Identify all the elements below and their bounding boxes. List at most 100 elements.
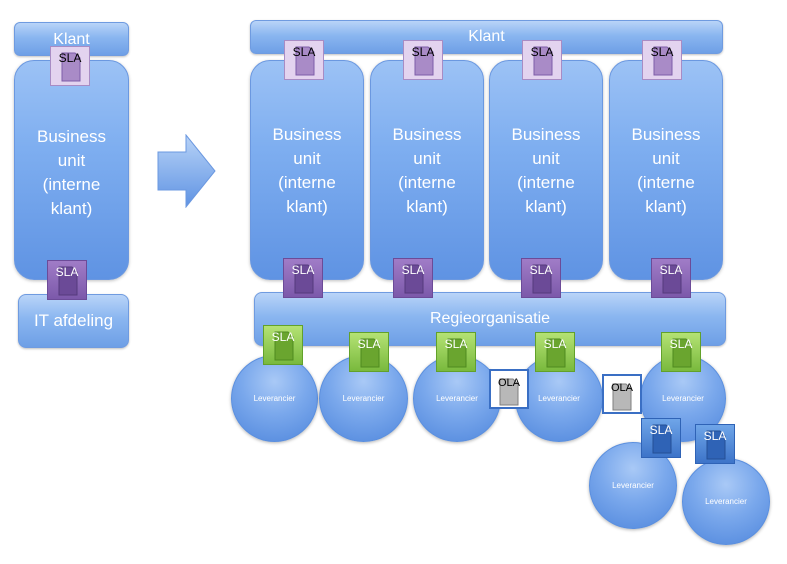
text-line: klant) <box>286 197 328 216</box>
sla-badge: SLA <box>651 258 691 298</box>
ola-badge: OLA <box>489 369 529 409</box>
sla-label: SLA <box>411 45 435 59</box>
text-line: (interne <box>398 173 456 192</box>
sla-badge: SLA <box>436 332 476 372</box>
document-icon <box>414 46 434 76</box>
sla-badge: SLA <box>283 258 323 298</box>
text-line: Business <box>392 125 462 144</box>
sla-badge: SLA <box>641 418 681 458</box>
business-unit-text: Business unit (interne klant) <box>371 123 483 219</box>
sla-badge: SLA <box>393 258 433 298</box>
supplier-label: Leverancier <box>662 394 704 403</box>
sla-label: SLA <box>649 423 673 437</box>
sla-label: SLA <box>292 45 316 59</box>
document-icon <box>706 430 726 460</box>
supplier-label: Leverancier <box>436 394 478 403</box>
sla-label: SLA <box>669 337 693 351</box>
business-unit-text: Business unit (interne klant) <box>610 123 722 219</box>
sla-badge: SLA <box>535 332 575 372</box>
document-icon <box>533 46 553 76</box>
text-line: Business <box>37 127 106 146</box>
document-icon <box>295 46 315 76</box>
sla-label: SLA <box>357 337 381 351</box>
sla-label: SLA <box>444 337 468 351</box>
text-line: unit <box>293 149 321 168</box>
sla-badge: SLA <box>47 260 87 300</box>
business-unit-text: Business unit (interne klant) <box>490 123 602 219</box>
left-business-unit-text: Business unit (interne klant) <box>15 125 128 221</box>
sla-label: SLA <box>55 265 79 279</box>
text-line: (interne <box>517 173 575 192</box>
sla-badge: SLA <box>521 258 561 298</box>
sla-label: SLA <box>291 263 315 277</box>
supplier-label: Leverancier <box>253 394 296 403</box>
sla-badge: SLA <box>522 40 562 80</box>
right-arrow-icon <box>157 134 216 208</box>
document-icon <box>662 264 682 294</box>
document-icon <box>612 383 632 411</box>
document-icon <box>61 52 81 82</box>
sla-label: SLA <box>543 337 567 351</box>
ola-label: OLA <box>497 377 520 389</box>
text-line: unit <box>57 151 86 170</box>
text-line: Business <box>631 125 701 144</box>
business-unit-2: Business unit (interne klant) <box>370 60 484 280</box>
text-line: klant) <box>645 197 687 216</box>
text-line: klant) <box>525 197 567 216</box>
document-icon <box>360 338 380 368</box>
text-line: (interne <box>637 173 695 192</box>
text-line: klant) <box>50 199 93 218</box>
sla-badge: SLA <box>403 40 443 80</box>
it-afdeling-label: IT afdeling <box>33 311 114 330</box>
document-icon <box>274 331 294 361</box>
sla-badge: SLA <box>263 325 303 365</box>
supplier-circle: Leverancier <box>231 355 318 442</box>
document-icon <box>672 338 692 368</box>
right-klant-label: Klant <box>468 28 505 45</box>
sla-badge: SLA <box>349 332 389 372</box>
sla-badge: SLA <box>661 332 701 372</box>
business-unit-3: Business unit (interne klant) <box>489 60 603 280</box>
left-business-unit: Business unit (interne klant) <box>14 60 129 280</box>
sla-label: SLA <box>530 45 554 59</box>
sla-label: SLA <box>58 51 82 65</box>
regie-label: Regieorganisatie <box>429 310 551 327</box>
document-icon <box>652 424 672 454</box>
sla-badge: SLA <box>695 424 735 464</box>
text-line: unit <box>532 149 560 168</box>
business-unit-4: Business unit (interne klant) <box>609 60 723 280</box>
left-it-afdeling: IT afdeling <box>18 294 129 348</box>
supplier-label: Leverancier <box>342 394 385 403</box>
sla-label: SLA <box>703 429 727 443</box>
supplier-label: Leverancier <box>705 497 747 506</box>
document-icon <box>499 378 519 406</box>
text-line: (interne <box>42 175 101 194</box>
document-icon <box>532 264 552 294</box>
text-line: (interne <box>278 173 336 192</box>
text-line: Business <box>511 125 581 144</box>
sla-badge: SLA <box>284 40 324 80</box>
sla-badge: SLA <box>50 46 90 86</box>
business-unit-text: Business unit (interne klant) <box>251 123 363 219</box>
supplier-label: Leverancier <box>612 481 654 490</box>
sla-label: SLA <box>401 263 425 277</box>
text-line: Business <box>272 125 342 144</box>
sla-label: SLA <box>529 263 553 277</box>
regie-bar: Regieorganisatie <box>254 292 726 346</box>
document-icon <box>294 264 314 294</box>
sla-label: SLA <box>271 330 295 344</box>
document-icon <box>546 338 566 368</box>
document-icon <box>653 46 673 76</box>
text-line: unit <box>413 149 441 168</box>
left-klant-label: Klant <box>53 31 90 48</box>
text-line: unit <box>652 149 680 168</box>
sla-label: SLA <box>650 45 674 59</box>
sla-badge: SLA <box>642 40 682 80</box>
document-icon <box>447 338 467 368</box>
ola-badge: OLA <box>602 374 642 414</box>
supplier-circle: Leverancier <box>682 458 770 545</box>
ola-label: OLA <box>610 382 633 394</box>
text-line: klant) <box>406 197 448 216</box>
sla-label: SLA <box>659 263 683 277</box>
business-unit-1: Business unit (interne klant) <box>250 60 364 280</box>
